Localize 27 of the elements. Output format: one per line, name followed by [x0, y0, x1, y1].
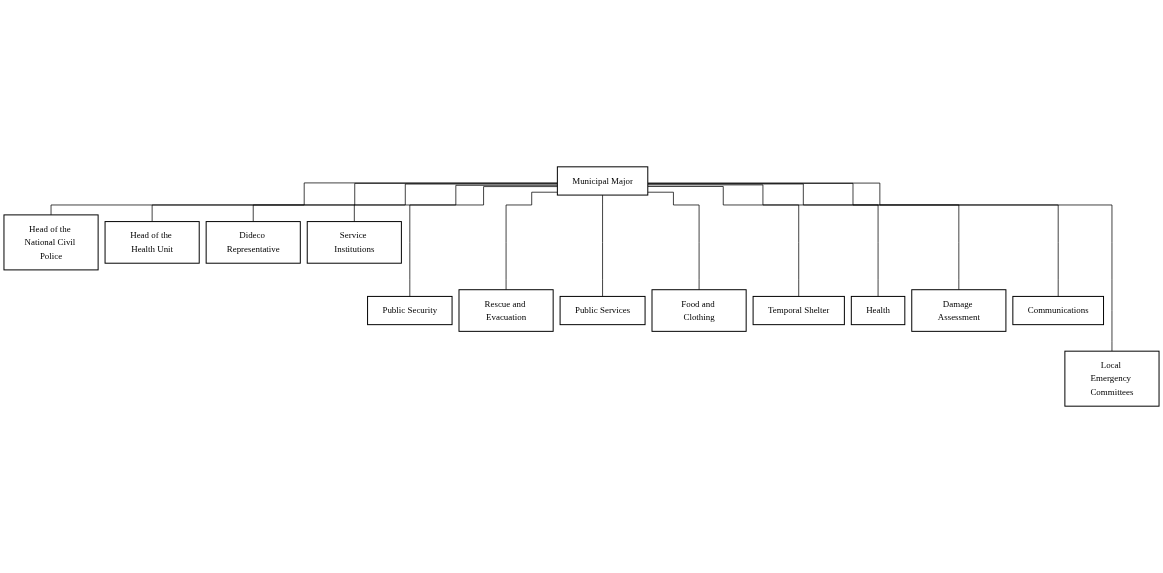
- node-box: Public Security: [367, 295, 453, 326]
- connector: [647, 191, 700, 291]
- connector: [647, 183, 960, 291]
- node-box: Service Institutions: [306, 221, 402, 264]
- node-box: Dideco Representative: [205, 221, 301, 264]
- node-box: Communications: [1012, 295, 1105, 326]
- connector: [353, 184, 558, 222]
- node-box: Public Services: [559, 295, 646, 326]
- node-box: Health: [850, 295, 906, 326]
- node-box: Damage Assessment: [911, 289, 1007, 332]
- node-box: Municipal Major: [556, 166, 649, 196]
- connector: [647, 182, 1059, 297]
- connector: [602, 194, 603, 297]
- connector: [252, 183, 558, 222]
- node-box: Head of the Health Unit: [104, 221, 200, 264]
- node-box: Head of the National Civil Police: [3, 214, 99, 271]
- node-box: Food and Clothing: [651, 289, 747, 332]
- connector: [505, 191, 558, 291]
- node-box: Local Emergency Committees: [1064, 350, 1160, 407]
- connector: [151, 183, 558, 222]
- connector: [409, 186, 558, 297]
- connector: [647, 182, 1113, 352]
- node-box: Rescue and Evacuation: [458, 289, 554, 332]
- connector: [647, 184, 879, 297]
- connector: [647, 186, 800, 297]
- connector: [50, 182, 558, 216]
- node-box: Temporal Shelter: [752, 295, 845, 326]
